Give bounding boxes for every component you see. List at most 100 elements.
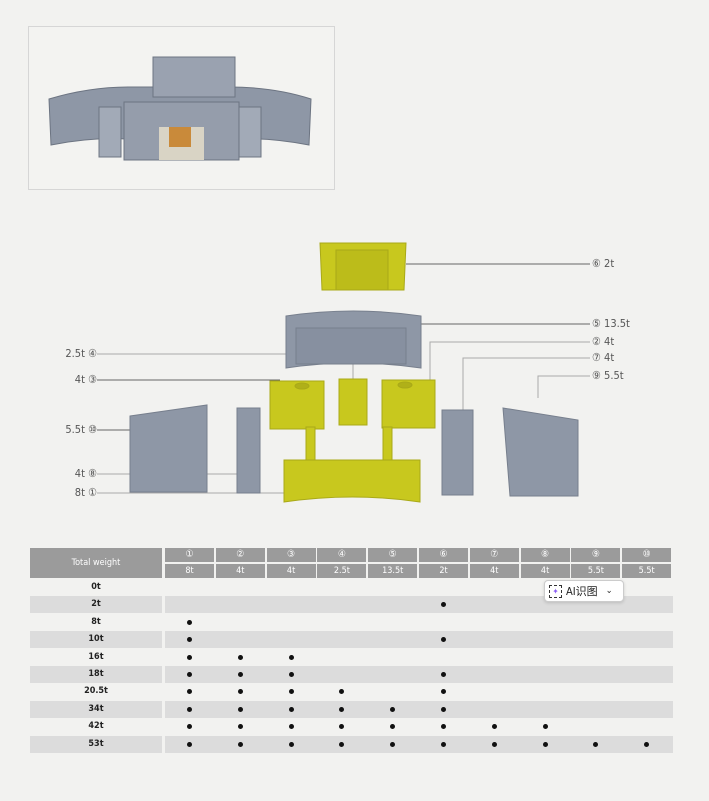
column-weight: 4t [520,564,570,578]
included-dot [187,724,192,730]
total-weight-cell: 10t [30,631,162,649]
table-row: 16t [30,649,673,666]
included-dot [288,741,294,747]
row-marks [165,718,673,735]
column-weight: 5.5t [571,564,621,578]
total-weight-cell: 20.5t [84,686,108,697]
included-dot [187,741,192,747]
column-number: ⑨ [571,548,621,562]
column-weight: 13.5t [368,564,418,578]
included-dot [187,619,192,625]
label-part-5: ⑤ 13.5t [592,317,630,330]
ai-label: AI识图 [566,585,598,598]
included-dot [491,741,497,747]
row-marks [165,683,673,700]
included-dot [237,741,243,747]
included-dot [288,654,294,660]
chevron-down-icon[interactable]: ⌄ [605,586,613,596]
column-weight: 4t [215,564,265,578]
table-row: 0t [30,579,673,596]
included-dot [542,724,548,730]
label-part-7: ⑦ 4t [592,351,615,364]
row-marks [165,614,673,631]
included-dot [390,706,396,712]
label-part-3: 4t ③ [74,373,97,386]
included-dot [339,706,345,712]
part-4 [338,378,368,426]
part-2 [381,379,436,429]
row-marks [165,649,673,666]
row-marks [165,700,673,718]
included-dot [187,654,192,660]
included-dot [593,741,599,747]
total-weight-cell: 16t [88,651,104,662]
included-dot [441,741,446,747]
included-dot [441,602,446,608]
included-dot [237,654,243,660]
label-part-6: ⑥ 2t [592,257,615,270]
part-3 [269,380,325,430]
row-marks [165,735,673,753]
part-1 [283,426,421,503]
column-number: ⑤ [368,548,418,562]
label-part-9: ⑨ 5.5t [592,369,624,382]
included-dot [187,706,192,712]
part-5 [285,310,422,369]
ai-image-recognition-button[interactable]: ✦ AI识图 ⌄ [544,580,624,602]
column-number: ① [165,548,214,562]
included-dot [288,689,294,695]
table-row: 53t [30,735,673,753]
header-total-weight: Total weight [30,548,162,578]
included-dot [491,724,497,730]
included-dot [187,689,192,695]
table-row: 34t [30,700,673,718]
row-marks [165,631,673,649]
table-row: 10t [30,631,673,649]
part-7 [441,409,474,496]
label-part-2: ② 4t [592,335,615,348]
label-part-1: 8t ① [74,486,97,499]
table-row: 18t [30,666,673,683]
included-dot [441,672,446,677]
included-dot [339,741,345,747]
label-part-4: 2.5t ④ [65,347,97,360]
table-row: 8t [30,614,673,631]
total-weight-cell: 53t [30,735,162,753]
column-number: ⑥ [419,548,468,562]
included-dot [542,741,548,747]
included-dot [288,706,294,712]
assembled-mold-photo [28,26,335,190]
part-8 [236,407,261,494]
label-part-10: 5.5t ⑩ [65,423,97,436]
included-dot [187,637,192,643]
included-dot [390,741,396,747]
table-row: 20.5t [30,683,673,700]
column-weight: 8t [165,564,214,578]
exploded-view-diagram: ⑥ 2t ⑤ 13.5t ② 4t ⑦ 4t ⑨ 5.5t 2.5t ④ 4t … [0,220,709,520]
column-weight: 2.5t [317,564,367,578]
included-dot [441,724,446,730]
included-dot [644,741,650,747]
included-dot [288,724,294,730]
column-number: ③ [266,548,316,562]
total-weight-cell: 18t [30,666,162,683]
included-dot [441,706,446,712]
total-weight-cell: 0t [91,582,101,592]
column-weight: 4t [266,564,316,578]
row-marks [165,666,673,683]
column-number: ⑧ [520,548,570,562]
sparkle-scan-icon: ✦ [549,584,562,598]
total-weight-cell: 34t [30,700,162,718]
included-dot [441,637,446,643]
part-6 [319,242,407,291]
column-weight: 4t [469,564,519,578]
column-number: ⑦ [469,548,519,562]
label-part-8: 4t ⑧ [74,467,97,480]
part-10 [129,404,208,493]
column-number: ⑩ [622,548,672,562]
included-dot [288,672,294,677]
included-dot [237,724,243,730]
total-weight-cell: 2t [30,596,162,614]
total-weight-cell: 42t [88,721,104,732]
included-dot [237,689,243,695]
